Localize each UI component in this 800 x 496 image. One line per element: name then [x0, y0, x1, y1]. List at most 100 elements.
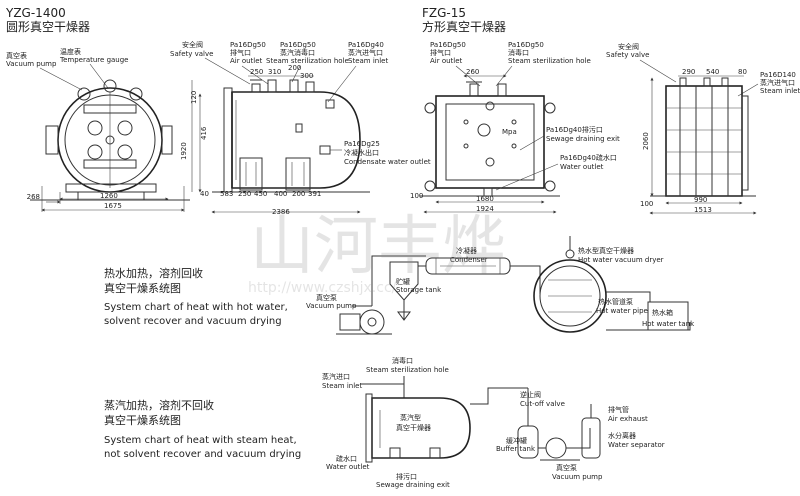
dim-200-b: 200 — [292, 190, 305, 198]
temp-gauge-label-cn: 温度表 — [60, 47, 81, 56]
exhaust-label-cn: 排气管 — [608, 405, 629, 414]
square-title-code: FZG-15 — [422, 6, 466, 20]
condensate-label-en: Condensate water outlet — [344, 158, 431, 166]
hw-vacuum-label-en: Vacuum pump — [306, 302, 357, 310]
condenser-label-cn: 冷凝器 — [456, 246, 477, 255]
hot-water-tank — [647, 301, 689, 331]
st-water-label-cn: 疏水口 — [336, 454, 357, 463]
dim-400: 400 — [274, 190, 287, 198]
tank-label-en: Hot water tank — [642, 320, 695, 328]
sq-air-code: Pa16Dg50 — [430, 41, 466, 49]
vacuum-gauge-label-cn: 真空表 — [6, 51, 27, 60]
hw-caption-cn-2: 真空干燥系统图 — [104, 281, 181, 295]
sterilization-code: Pa16Dg50 — [280, 41, 316, 49]
dim-1513: 1513 — [694, 206, 712, 214]
st-steril-label-en: Steam sterilization hole — [366, 366, 449, 374]
st-caption-cn-1: 蒸汽加热，溶剂不回收 — [104, 398, 214, 412]
safety-valve-label-cn: 安全阀 — [182, 40, 203, 49]
dim-990: 990 — [694, 196, 707, 204]
cutoff-label-en: Cut-off valve — [520, 400, 565, 408]
st-drain-label-cn: 排污口 — [396, 472, 417, 481]
sq-safety-label-en: Safety valve — [606, 51, 649, 59]
sq-steam-label-en: Steam inlet — [760, 87, 800, 95]
dim-2060: 2060 — [642, 132, 650, 150]
exhaust-label-en: Air exhaust — [608, 415, 648, 423]
air-outlet-code: Pa16Dg50 — [230, 41, 266, 49]
dim-120: 120 — [190, 91, 198, 104]
dim-200: 200 — [288, 64, 301, 72]
dim-540: 540 — [706, 68, 719, 76]
dim-1924: 1924 — [476, 205, 494, 213]
dim-391: 391 — [308, 190, 321, 198]
round-dryer-panel: YZG-1400 圆形真空干燥器 真空表 Vacuum pump 温度表 Tem… — [5, 6, 431, 216]
storage-label-cn: 贮罐 — [396, 277, 410, 286]
hw-caption-en-1: System chart of heat with hot water, — [104, 302, 288, 313]
sq-steril-label-cn: 消毒口 — [508, 48, 529, 57]
dim-416: 416 — [200, 126, 208, 140]
storage-tank — [389, 261, 419, 321]
hw-caption-cn-1: 热水加热，溶剂回收 — [104, 266, 203, 280]
dim-1675: 1675 — [104, 202, 122, 210]
air-outlet-label-cn: 排气口 — [230, 48, 251, 57]
dim-1680: 1680 — [476, 195, 494, 203]
condensate-label-cn: 冷凝水出口 — [344, 148, 379, 157]
safety-valve-label-en: Safety valve — [170, 50, 213, 58]
dim-268: 268 — [27, 193, 40, 201]
dim-290: 290 — [682, 68, 695, 76]
pipe-label-cn: 热水管道泵 — [598, 297, 633, 306]
sq-water-label-en: Water outlet — [560, 163, 604, 171]
square-title-cn: 方形真空干燥器 — [422, 19, 506, 34]
steam-inlet-code: Pa16Dg40 — [348, 41, 384, 49]
st-steam-label-en: Steam inlet — [322, 382, 362, 390]
sterilization-label-cn: 蒸汽消毒口 — [280, 48, 315, 57]
vacuum-gauge-label-en: Vacuum pump — [6, 60, 57, 68]
st-dryer-label-1: 蒸汽型 — [400, 413, 421, 422]
condensate-code: Pa16Dg25 — [344, 140, 380, 148]
round-dryer-front-view — [30, 79, 190, 201]
temperature-gauge-icon — [103, 79, 117, 93]
steam-system: 蒸汽加热，溶剂不回收 真空干燥系统图 System chart of heat … — [104, 356, 665, 489]
dim-450: 450 — [254, 190, 267, 198]
dim-1260: 1260 — [100, 192, 118, 200]
buffer-label-cn: 缓冲罐 — [506, 436, 527, 445]
st-vacuum-label-cn: 真空泵 — [556, 463, 577, 472]
storage-label-en: Storage tank — [396, 286, 442, 294]
sq-steam-code: Pa16D140 — [760, 71, 796, 79]
steam-dryer — [365, 393, 471, 463]
st-dryer-label-2: 真空干燥器 — [396, 423, 431, 432]
sq-air-label-cn: 排气口 — [430, 48, 451, 57]
watermark-url: http://www.czshjx.cc/ — [248, 280, 397, 296]
st-steam-label-cn: 蒸汽进口 — [322, 372, 350, 381]
watermark-text: 山河丰烨 — [250, 210, 506, 284]
dim-40: 40 — [200, 190, 209, 198]
dim-250-b: 250 — [238, 190, 251, 198]
mpa-label: Mpa — [502, 128, 517, 136]
watermark: 山河丰烨 http://www.czshjx.cc/ — [248, 210, 506, 296]
steam-inlet-label-cn: 蒸汽进气口 — [348, 48, 383, 57]
condenser-label-en: Condenser — [450, 256, 488, 264]
vacuum-pump-st — [538, 437, 580, 461]
dim-583: 583 — [220, 190, 233, 198]
hw-vacuum-label-cn: 真空泵 — [316, 293, 337, 302]
separator-label-cn: 水分离器 — [608, 431, 636, 440]
st-caption-en-2: not solvent recover and vacuum drying — [104, 449, 301, 460]
sterilization-label-en: Steam sterilization hole — [266, 57, 349, 65]
pressure-gauge-icon — [477, 123, 491, 137]
sq-safety-label-cn: 安全阀 — [618, 42, 639, 51]
sq-steril-label-en: Steam sterilization hole — [508, 57, 591, 65]
sq-steril-code: Pa16Dg50 — [508, 41, 544, 49]
dim-1920: 1920 — [180, 142, 188, 160]
dryer-label-en: Hot water vacuum dryer — [578, 256, 664, 264]
dim-100: 100 — [410, 192, 423, 200]
square-dryer-panel: FZG-15 方形真空干燥器 Pa16Dg50 排气口 Air outlet P… — [410, 6, 800, 215]
vacuum-pump-hw — [336, 309, 392, 335]
sq-drain-label-cn: Pa16Dg40排污口 — [546, 125, 603, 134]
sq-air-label-en: Air outlet — [430, 57, 463, 65]
buffer-label-en: Buffer tank — [496, 445, 536, 453]
steam-inlet-label-en: Steam inlet — [348, 57, 388, 65]
cutoff-label-cn: 逆止阀 — [520, 390, 541, 399]
vacuum-gauge-icon — [77, 87, 91, 101]
sq-drain-label-en: Sewage draining exit — [546, 135, 620, 143]
hot-water-dryer — [533, 236, 607, 333]
